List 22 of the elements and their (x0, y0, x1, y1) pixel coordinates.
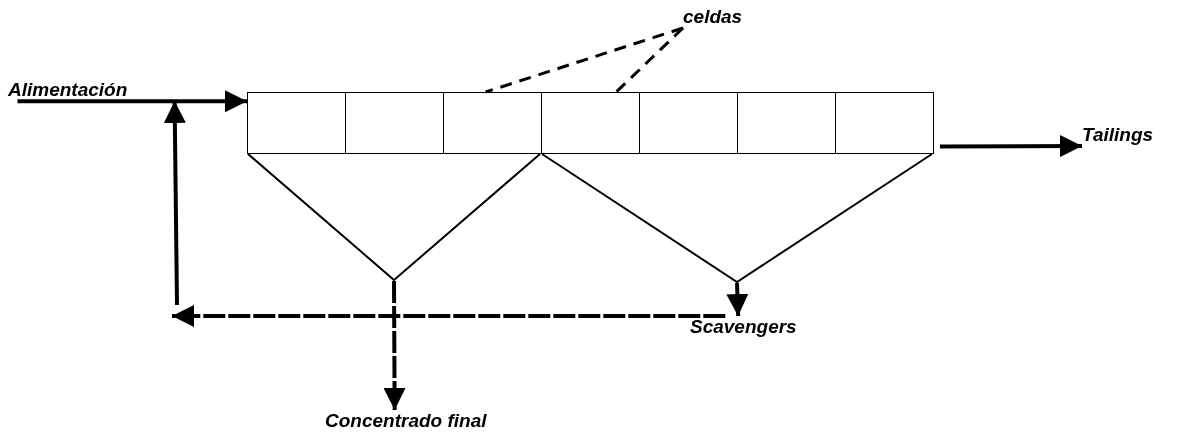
flotation-cell (443, 92, 542, 154)
flow-label: Concentrado final (325, 410, 487, 432)
flow-label: Scavengers (690, 316, 797, 338)
flotation-cell (737, 92, 836, 154)
flotation-cell (835, 92, 934, 154)
arrow (17, 90, 247, 113)
arrow (939, 135, 1082, 158)
flotation-cell (345, 92, 444, 154)
flotation-cell (247, 92, 346, 154)
leader-line (615, 26, 685, 94)
arrow (726, 282, 749, 317)
flow-label: Tailings (1082, 124, 1154, 146)
flotation-cell (639, 92, 738, 154)
leader-line (485, 26, 684, 94)
arrow (383, 281, 406, 410)
flow-label: Alimentación (8, 79, 128, 101)
flow-label: celdas (683, 6, 743, 28)
flotation-cell (541, 92, 640, 154)
concentrate-hopper (541, 153, 933, 283)
arrow (172, 305, 726, 327)
arrow (163, 100, 186, 306)
concentrate-hopper (247, 153, 541, 281)
